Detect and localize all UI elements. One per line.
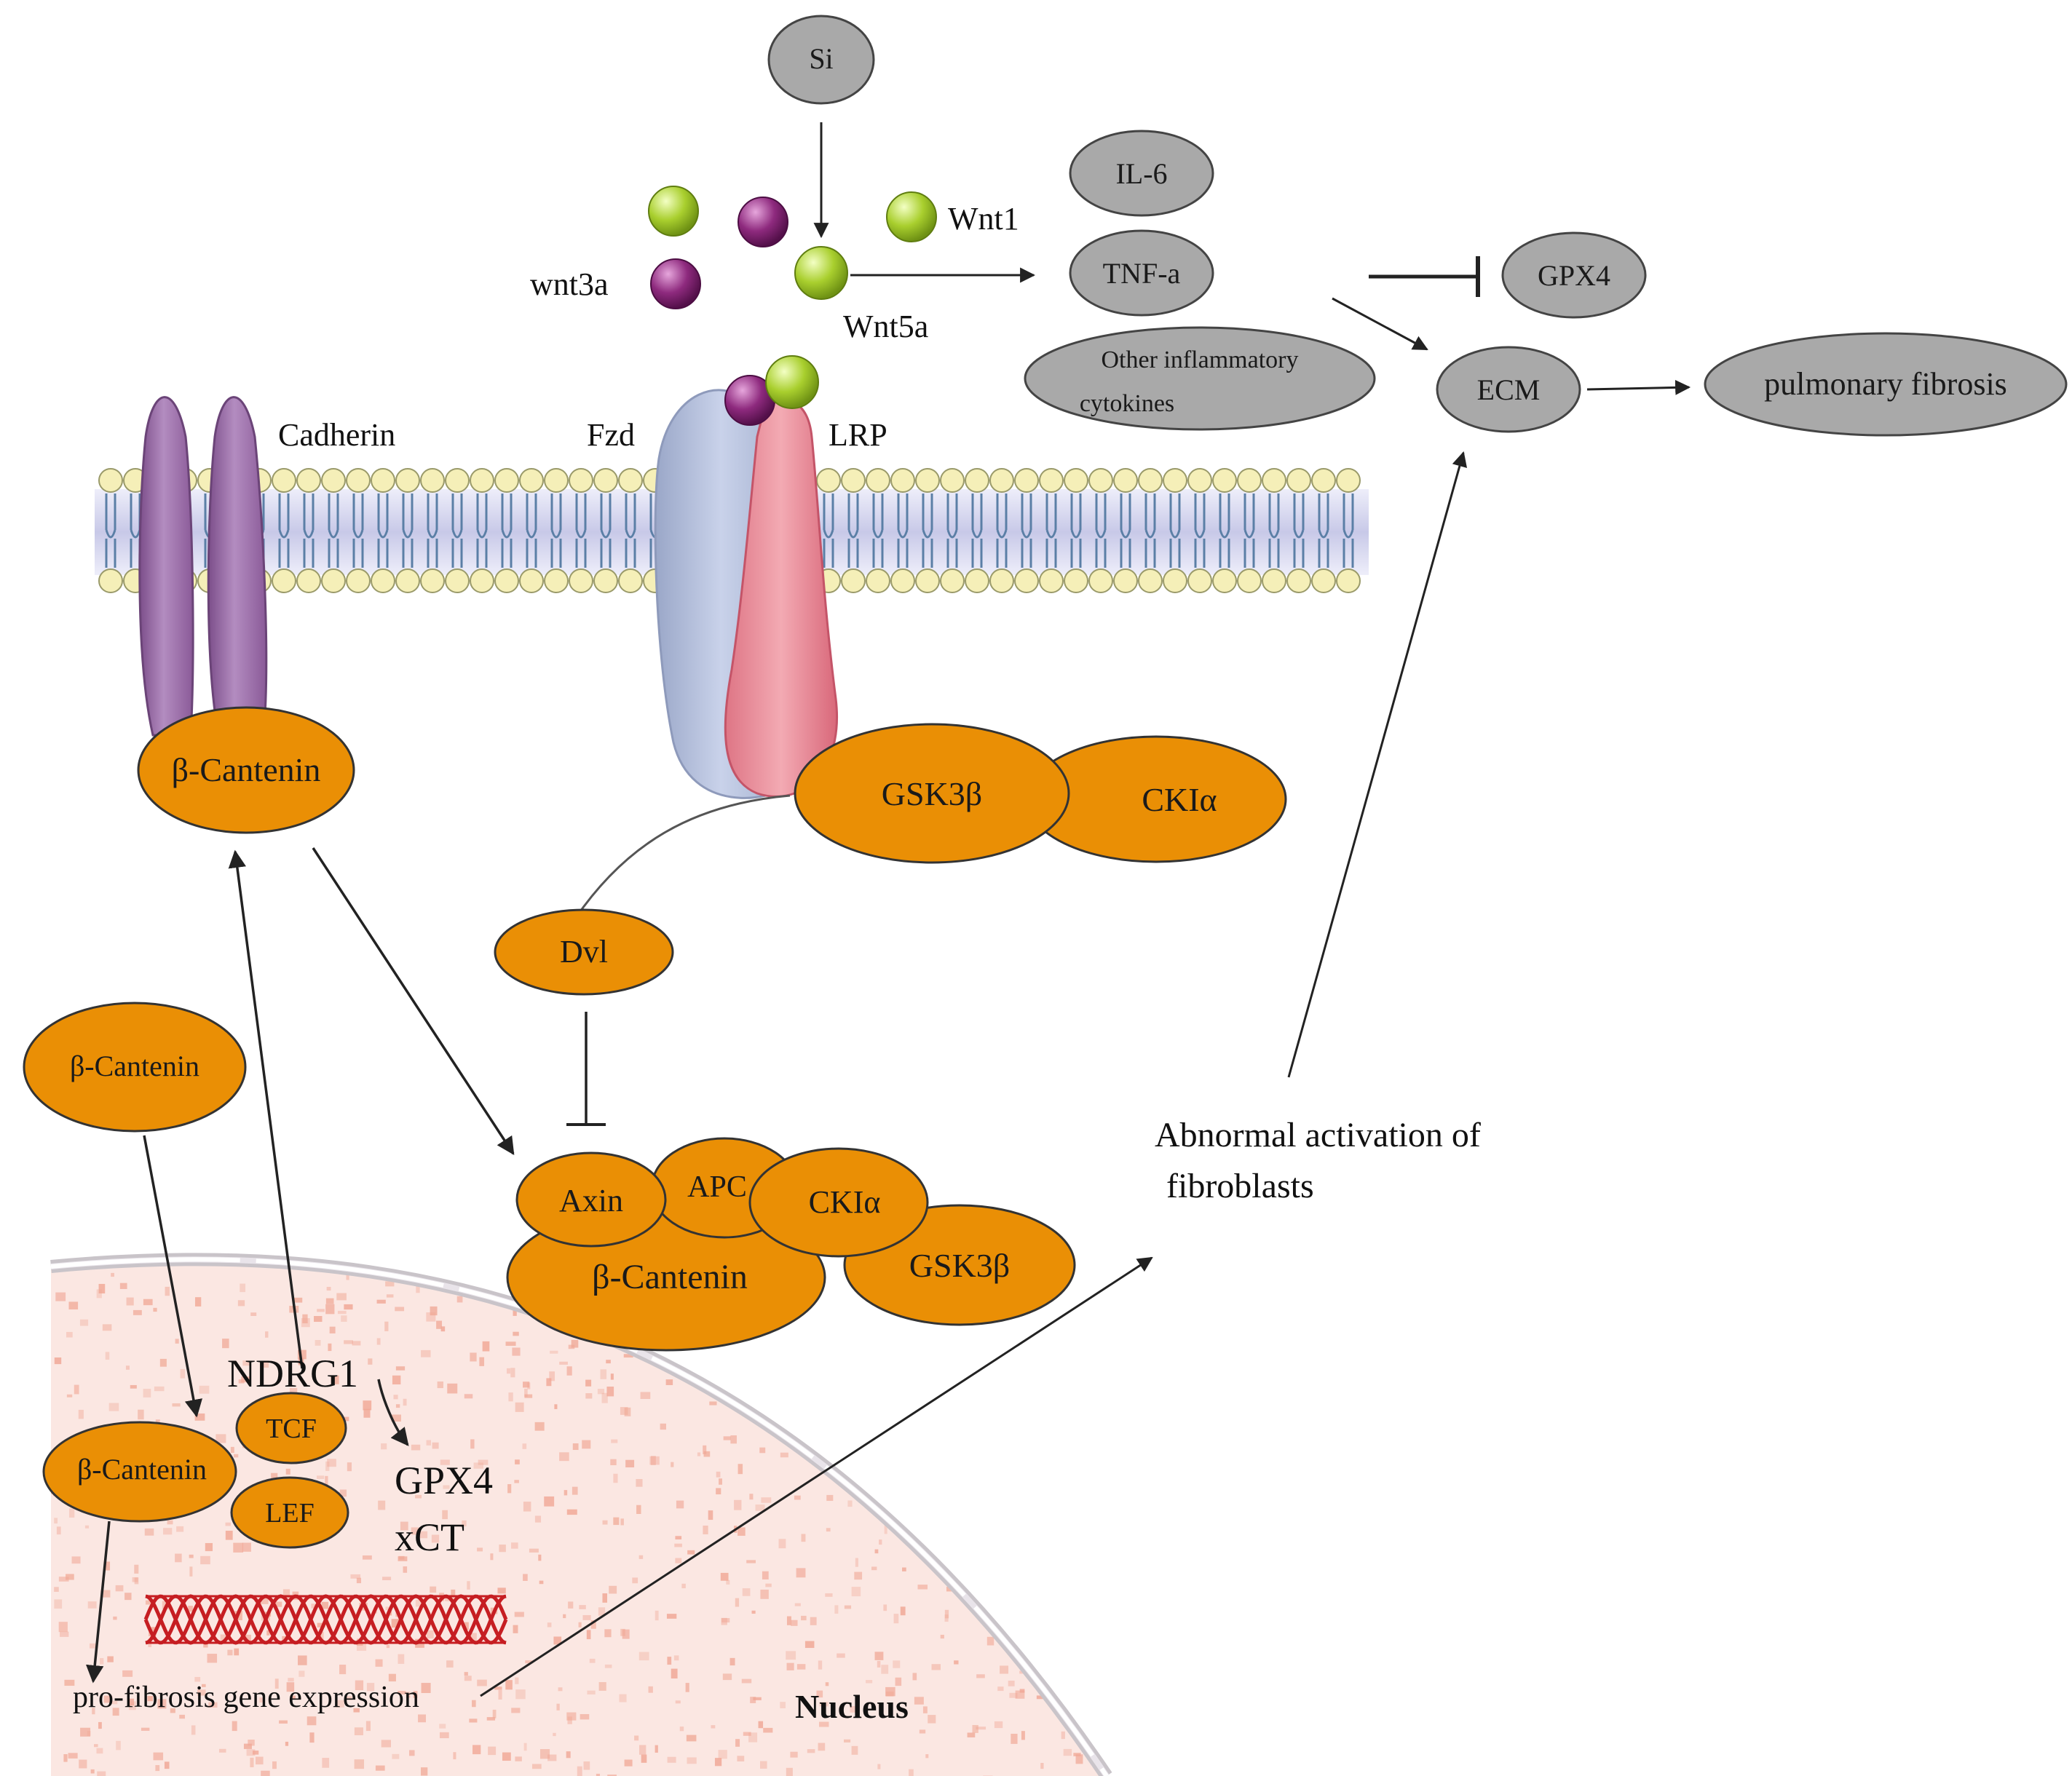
complex-apc-label: APC xyxy=(687,1170,747,1204)
gpx4-top-label: GPX4 xyxy=(1538,259,1610,292)
arrow-ecm-to-fibrosis xyxy=(1586,379,1691,395)
ligand-green-wnt5a xyxy=(794,246,848,300)
arrow-gene-expression-to-fibroblasts xyxy=(480,1256,1153,1697)
fibroblast-label-line1: Abnormal activation of xyxy=(1155,1116,1481,1154)
ecm-label: ECM xyxy=(1477,373,1541,406)
dvl-label: Dvl xyxy=(560,934,608,970)
complex-ck1a-label: CKIα xyxy=(809,1184,881,1220)
cadherin-protein xyxy=(138,396,268,737)
ecm-node: ECM xyxy=(1436,346,1581,433)
tcf-node: TCF xyxy=(235,1392,347,1464)
arrow-fibroblasts-to-ecm xyxy=(1287,451,1468,1078)
arrow-cytokines-to-ecm xyxy=(1332,297,1428,351)
beta-catenin-cadherin-node: β-Cantenin xyxy=(137,706,355,834)
pulmonary-fibrosis-label: pulmonary fibrosis xyxy=(1764,366,2007,402)
ck1a-receptor-label: CKIα xyxy=(1142,781,1217,818)
link-receptor-to-dvl xyxy=(574,794,791,919)
nucleus-label: Nucleus xyxy=(795,1688,909,1725)
xct-label: xCT xyxy=(395,1515,464,1559)
destruction-complex: β-Cantenin GSK3β APC Axin CKIα xyxy=(506,1137,1076,1352)
arrow-free-betacatenin-to-nucleus xyxy=(143,1135,202,1418)
beta-catenin-free-node: β-Cantenin xyxy=(23,1002,247,1133)
ck1a-receptor-node: CKIα xyxy=(1025,735,1287,863)
arrow-ndrg1-to-gpx4 xyxy=(377,1379,409,1446)
lef-label: LEF xyxy=(265,1498,315,1529)
ligand-purple-wnt3a xyxy=(650,258,701,309)
tnf-label: TNF-a xyxy=(1103,257,1181,290)
nuclear-gpx4-label: GPX4 xyxy=(395,1459,493,1502)
fzd-label: Fzd xyxy=(587,417,635,453)
wnt5a-label: Wnt5a xyxy=(843,309,928,344)
ndrg1-label: NDRG1 xyxy=(227,1352,358,1395)
gene-expression-label: pro-fibrosis gene expression xyxy=(73,1681,419,1714)
tcf-label: TCF xyxy=(266,1414,317,1444)
lef-node: LEF xyxy=(230,1476,349,1549)
tnf-node: TNF-a xyxy=(1069,229,1214,317)
other-cytokines-label-line2: cytokines xyxy=(1080,390,1174,417)
arrow-ndrg1-to-betacatenin xyxy=(228,849,304,1369)
ligand-green-wnt1 xyxy=(886,191,937,242)
si-node: Si xyxy=(767,15,875,105)
inhibition-cytokines-to-gpx4 xyxy=(1369,256,1480,297)
il6-label: IL-6 xyxy=(1115,157,1167,190)
complex-gsk3b-label: GSK3β xyxy=(909,1247,1010,1284)
arrow-nuclear-betacatenin-to-expression xyxy=(86,1521,111,1684)
gsk3b-receptor-label: GSK3β xyxy=(882,775,982,812)
other-cytokines-node: Other inflammatory cytokines xyxy=(1024,326,1376,431)
arrow-betacatenin-to-complex xyxy=(312,847,515,1156)
dna-helix xyxy=(143,1594,508,1645)
gsk3b-receptor-node: GSK3β xyxy=(794,723,1070,864)
fibroblast-label-line2: fibroblasts xyxy=(1166,1167,1314,1205)
complex-ck1a-node: CKIα xyxy=(748,1147,929,1258)
other-cytokines-label-line1: Other inflammatory xyxy=(1102,346,1299,373)
nuclear-beta-catenin-label: β-Cantenin xyxy=(77,1453,207,1486)
ligand-green-1 xyxy=(648,186,699,237)
beta-catenin-cadherin-label: β-Cantenin xyxy=(172,751,321,788)
inhibition-dvl-to-complex xyxy=(566,1012,606,1126)
si-label: Si xyxy=(809,42,833,75)
nuclear-beta-catenin-node: β-Cantenin xyxy=(42,1421,237,1523)
ligand-purple-1 xyxy=(738,197,788,247)
pulmonary-fibrosis-node: pulmonary fibrosis xyxy=(1704,332,2068,437)
bound-ligand-green xyxy=(765,355,819,409)
complex-beta-catenin-label: β-Cantenin xyxy=(592,1258,748,1296)
cadherin-label: Cadherin xyxy=(278,417,395,453)
wnt1-label: Wnt1 xyxy=(948,201,1019,237)
complex-axin-label: Axin xyxy=(559,1183,623,1218)
wnt3a-label: wnt3a xyxy=(530,266,609,302)
dvl-node: Dvl xyxy=(494,908,674,996)
beta-catenin-free-label: β-Cantenin xyxy=(70,1050,199,1082)
il6-node: IL-6 xyxy=(1069,130,1214,217)
gpx4-top-node: GPX4 xyxy=(1501,231,1647,319)
complex-axin-node: Axin xyxy=(515,1151,667,1248)
lrp-label: LRP xyxy=(829,417,887,453)
